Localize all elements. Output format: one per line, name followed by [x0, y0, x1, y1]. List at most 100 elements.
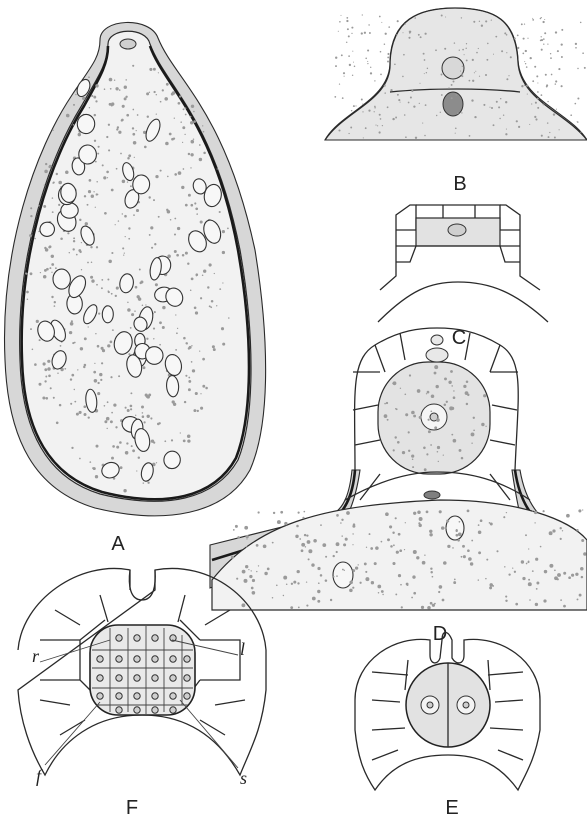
- stipple-dot: [390, 89, 392, 91]
- stipple-dot: [465, 391, 469, 395]
- stipple-dot: [317, 567, 320, 570]
- stipple-dot: [131, 445, 133, 447]
- stipple-dot: [365, 58, 367, 60]
- stipple-dot: [118, 131, 121, 134]
- stipple-dot: [52, 197, 53, 198]
- stipple-dot: [426, 72, 427, 73]
- stipple-dot: [514, 571, 516, 573]
- stipple-dot: [399, 549, 402, 552]
- stipple-dot: [200, 220, 203, 223]
- stipple-dot: [93, 371, 96, 374]
- stipple-dot: [53, 397, 55, 399]
- stipple-dot: [133, 214, 135, 216]
- stipple-dot: [108, 290, 110, 292]
- stipple-dot: [53, 182, 55, 184]
- stipple-dot: [193, 120, 196, 123]
- stipple-dot: [79, 411, 82, 414]
- stipple-dot: [501, 50, 503, 52]
- stipple-dot: [379, 131, 381, 133]
- stipple-dot: [122, 180, 125, 183]
- stipple-dot: [371, 581, 374, 584]
- stipple-dot: [320, 574, 323, 577]
- stipple-dot: [365, 127, 367, 129]
- stipple-dot: [121, 119, 124, 122]
- stipple-dot: [575, 103, 577, 105]
- stipple-dot: [384, 44, 385, 45]
- stipple-dot: [455, 127, 457, 129]
- stipple-dot: [374, 107, 376, 109]
- stipple-dot: [313, 539, 317, 543]
- stipple-dot: [454, 42, 455, 43]
- stipple-dot: [106, 136, 108, 138]
- stipple-dot: [104, 212, 107, 215]
- stipple-dot: [379, 16, 381, 18]
- stipple-dot: [451, 434, 453, 436]
- stipple-dot: [298, 607, 300, 609]
- stipple-dot: [147, 116, 149, 118]
- stipple-dot: [185, 342, 187, 344]
- stipple-dot: [555, 31, 557, 33]
- stipple-dot: [579, 594, 582, 597]
- stipple-dot: [461, 457, 464, 460]
- stipple-dot: [447, 545, 450, 548]
- stipple-dot: [385, 33, 387, 35]
- stipple-dot: [466, 59, 468, 61]
- stipple-dot: [535, 558, 538, 561]
- stipple-dot: [57, 372, 58, 373]
- stipple-dot: [537, 82, 538, 83]
- stipple-dot: [392, 562, 395, 565]
- stipple-dot: [98, 312, 100, 314]
- stipple-dot: [568, 576, 571, 579]
- stipple-dot: [110, 376, 112, 378]
- stipple-dot: [525, 534, 527, 536]
- stipple-dot: [517, 35, 519, 37]
- stipple-dot: [496, 101, 498, 103]
- stipple-dot: [34, 363, 37, 366]
- stipple-dot: [542, 21, 544, 23]
- stipple-dot: [408, 431, 410, 433]
- stipple-dot: [188, 194, 191, 197]
- stipple-dot: [389, 525, 392, 528]
- stipple-dot: [115, 295, 117, 297]
- stipple-dot: [56, 421, 59, 424]
- stipple-dot: [485, 74, 487, 76]
- stipple-dot: [317, 590, 320, 593]
- stipple-dot: [505, 133, 507, 135]
- stipple-dot: [524, 85, 525, 86]
- stipple-dot: [139, 282, 141, 284]
- stipple-dot: [387, 61, 389, 63]
- stipple-dot: [438, 461, 439, 462]
- stipple-dot: [387, 56, 389, 58]
- stipple-dot: [127, 181, 128, 182]
- stipple-dot: [526, 85, 528, 87]
- stipple-dot: [430, 410, 432, 412]
- stipple-dot: [115, 224, 116, 225]
- stipple-dot: [190, 121, 193, 124]
- stipple-dot: [125, 407, 127, 409]
- stipple-dot: [207, 286, 209, 288]
- stipple-dot: [65, 171, 69, 175]
- stipple-dot: [30, 215, 32, 217]
- stipple-dot: [411, 90, 413, 92]
- stipple-dot: [413, 105, 415, 107]
- stipple-dot: [361, 99, 363, 101]
- stipple-dot: [75, 94, 76, 95]
- stipple-dot: [362, 14, 363, 15]
- stipple-dot: [166, 83, 169, 86]
- stipple-dot: [384, 403, 386, 405]
- stipple-dot: [499, 118, 500, 119]
- stipple-dot: [183, 108, 185, 110]
- stipple-dot: [523, 38, 525, 40]
- stipple-dot: [472, 59, 474, 61]
- stipple-dot: [445, 16, 446, 17]
- stipple-dot: [525, 63, 526, 64]
- stipple-dot: [85, 222, 88, 225]
- stipple-dot: [400, 388, 401, 389]
- stipple-dot: [143, 366, 146, 369]
- stipple-dot: [103, 176, 106, 179]
- stipple-dot: [467, 510, 470, 513]
- stipple-dot: [109, 103, 112, 106]
- stipple-dot: [532, 80, 534, 82]
- stipple-dot: [442, 599, 445, 602]
- stipple-dot: [367, 63, 368, 64]
